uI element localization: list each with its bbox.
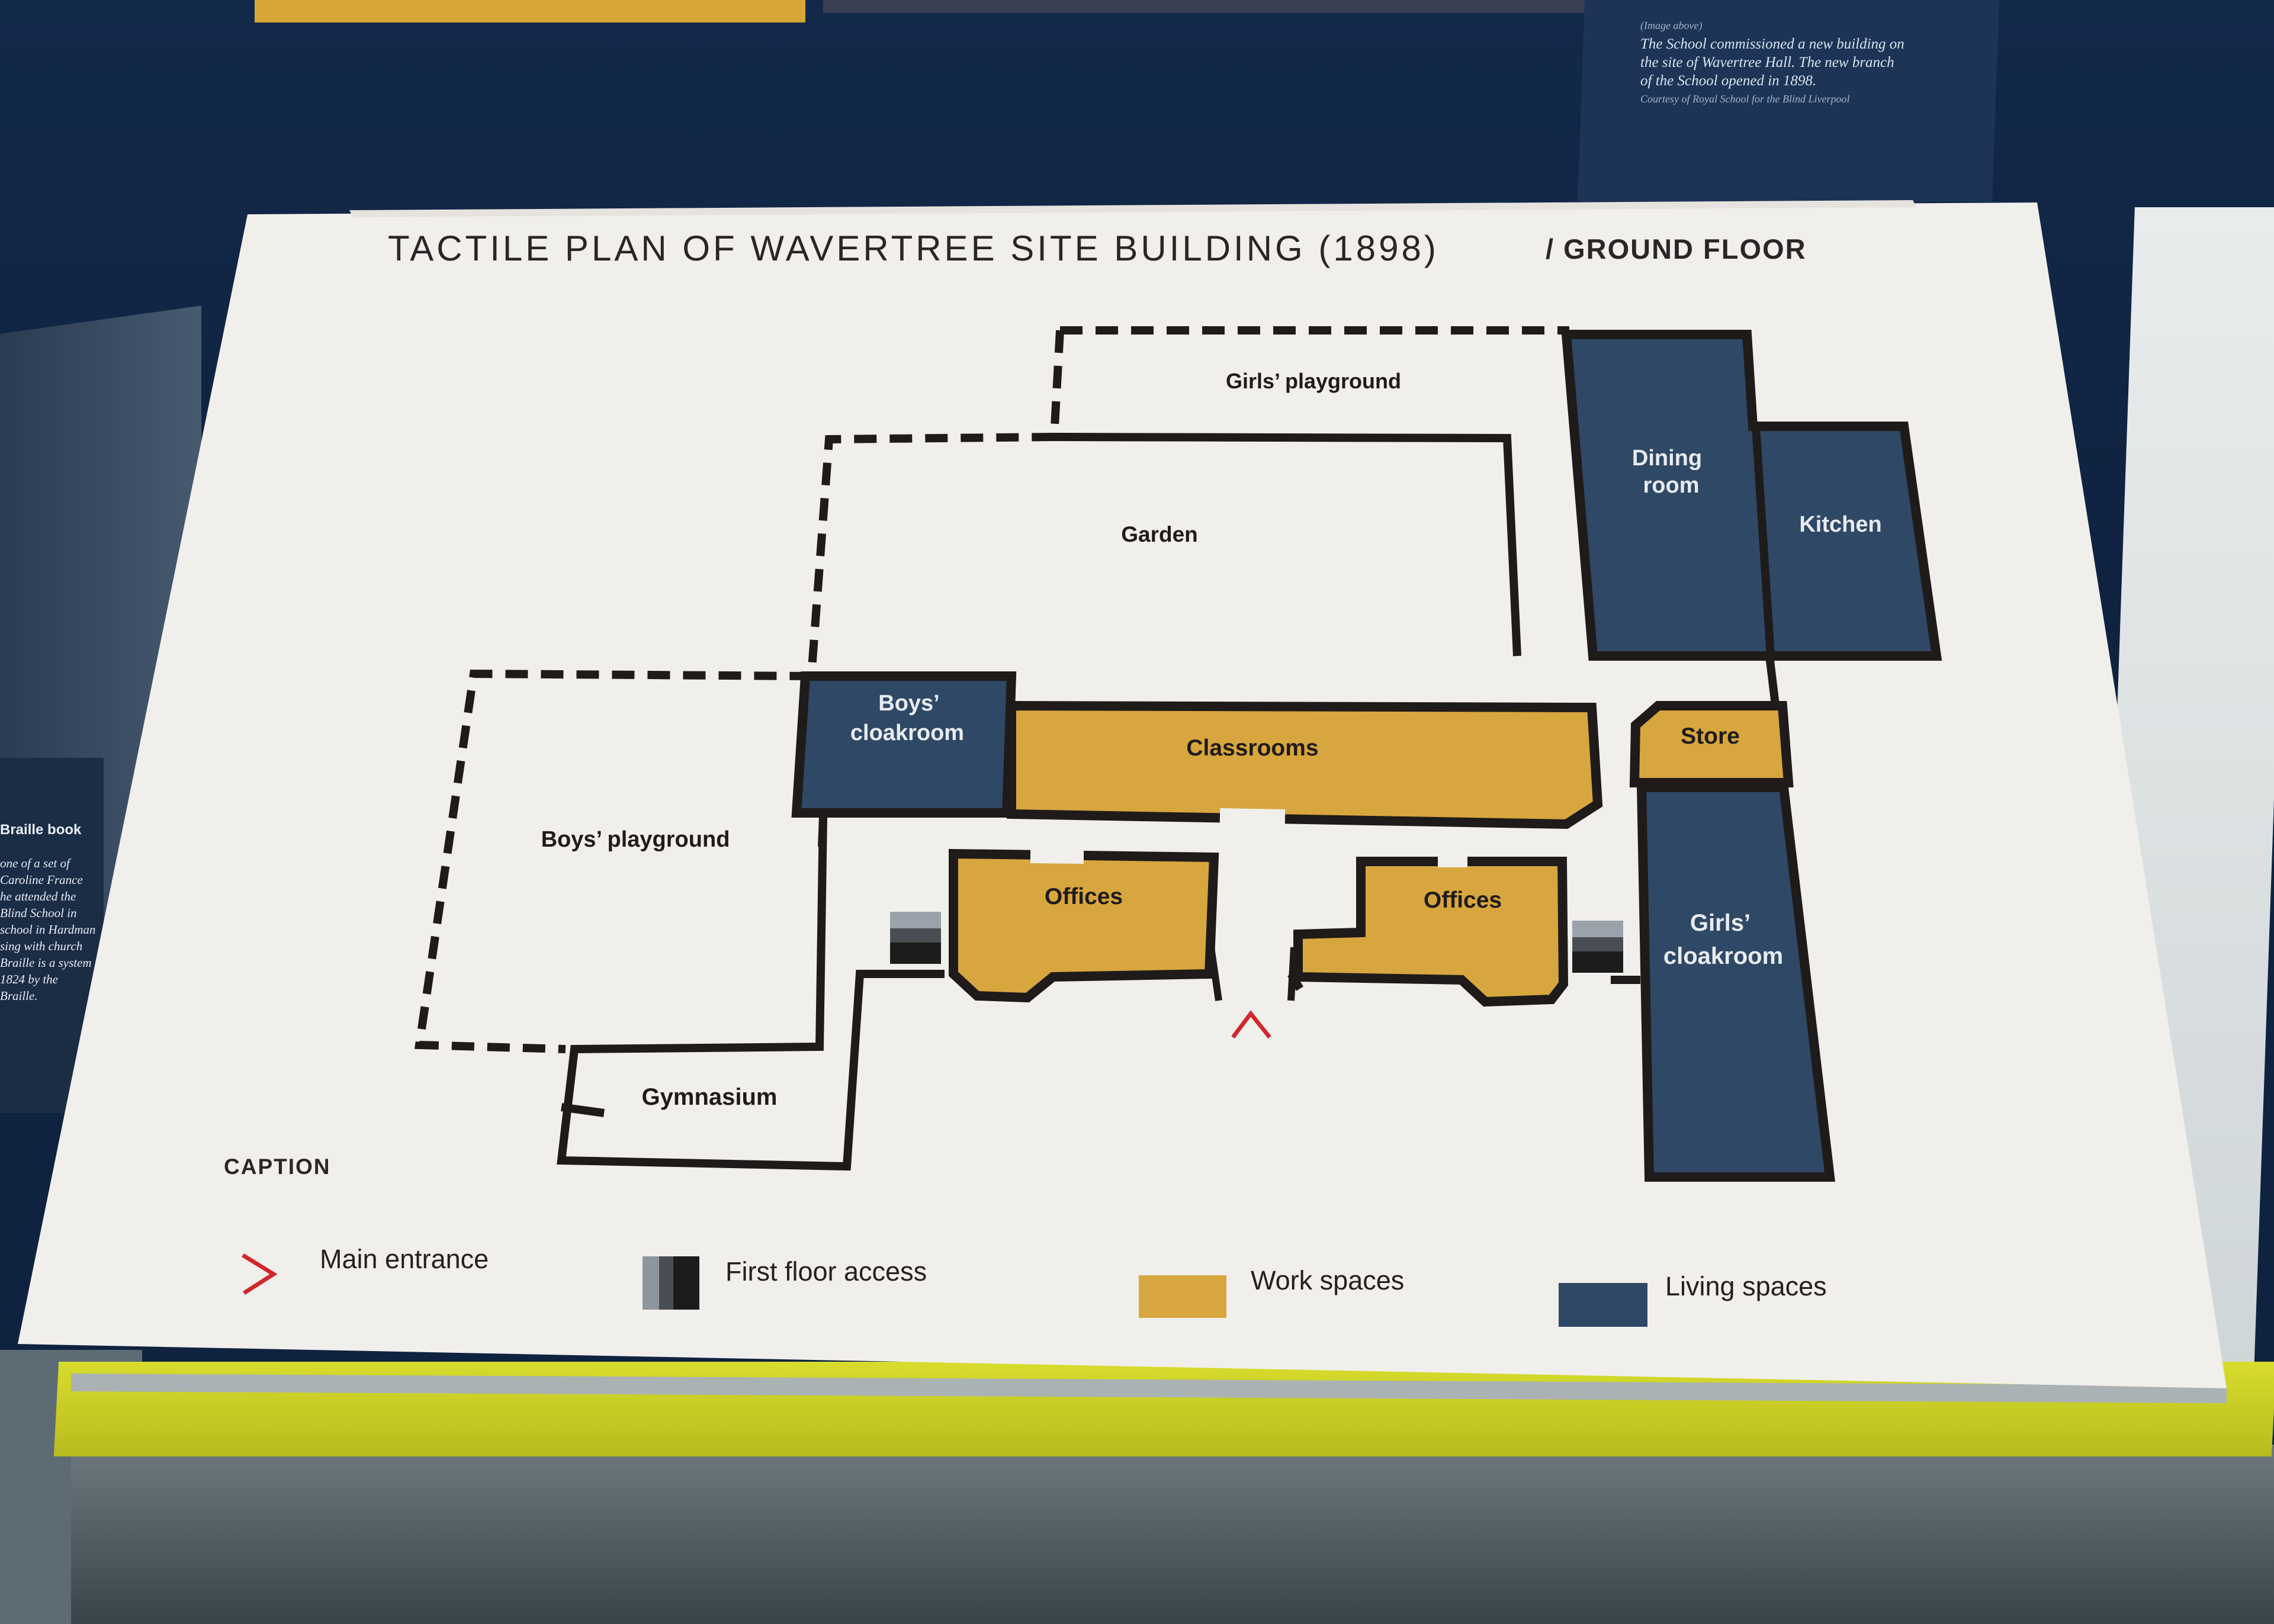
plan-subtitle: / GROUND FLOOR [1546, 233, 1807, 265]
info-panel-text: (Image above) The School commissioned a … [1640, 17, 1960, 108]
info-line: The School commissioned a new building o… [1640, 36, 1904, 52]
dining-kitchen-divider [1752, 426, 1775, 657]
label-gymnasium: Gymnasium [642, 1084, 778, 1110]
store-room [1629, 701, 1794, 787]
main-entrance-marker [1231, 1010, 1271, 1039]
label-boys-cloakroom-1: Boys’ [878, 691, 939, 716]
plan-title: TACTILE PLAN OF WAVERTREE SITE BUILDING … [388, 229, 1439, 268]
legend-entrance-icon [242, 1253, 278, 1295]
legend-main-entrance: Main entrance [320, 1244, 489, 1274]
classrooms-room [1007, 700, 1603, 829]
label-offices-right: Offices [1424, 887, 1502, 913]
info-line: of the School opened in 1898. [1640, 73, 1817, 89]
side-card-text: Braille book one of a set of Caroline Fr… [0, 805, 98, 1021]
label-girls-cloakroom-1: Girls’ [1690, 910, 1751, 936]
label-store: Store [1681, 723, 1740, 749]
living-spaces [791, 330, 1942, 1182]
label-girls-cloakroom-2: cloakroom [1663, 943, 1783, 969]
legend-first-floor-access: First floor access [725, 1256, 927, 1287]
label-garden: Garden [1121, 522, 1198, 546]
info-line: (Image above) [1640, 20, 1703, 31]
board-shadow [71, 1374, 2227, 1403]
label-dining-room-1: Dining [1632, 446, 1702, 471]
yellow-panel-top [255, 0, 805, 22]
info-credit: Courtesy of Royal School for the Blind L… [1640, 93, 1850, 105]
dining-kitchen-block [1561, 330, 1942, 661]
solid-walls [557, 433, 1640, 1171]
label-offices-left: Offices [1045, 884, 1123, 909]
entrance-posts [1207, 947, 1297, 1001]
label-kitchen: Kitchen [1799, 512, 1881, 537]
legend-stair-icon [643, 1256, 699, 1310]
label-boys-playground: Boys’ playground [541, 827, 730, 852]
board-top-edge [349, 200, 1916, 217]
info-line: the site of Wavertree Hall. The new bran… [1640, 54, 1894, 70]
caption-label: CAPTION [224, 1155, 331, 1179]
legend-living-swatch [1559, 1283, 1647, 1327]
work-spaces [949, 700, 1794, 1007]
stair-icon-left [890, 912, 941, 964]
legend-work-swatch [1139, 1275, 1226, 1318]
offices-right-room [1293, 857, 1569, 1007]
table-front [71, 1445, 2274, 1624]
side-card-heading: Braille book [0, 822, 82, 838]
label-dining-room-2: room [1643, 473, 1700, 498]
label-classrooms: Classrooms [1186, 735, 1318, 761]
legend-work-spaces: Work spaces [1251, 1265, 1404, 1295]
offices-left-room [949, 848, 1219, 1003]
stair-icon-right [1572, 921, 1623, 973]
photo-strip-top [823, 0, 1617, 13]
side-card-body: one of a set of Caroline France he atten… [0, 856, 96, 1003]
label-girls-playground: Girls’ playground [1226, 369, 1401, 393]
legend-living-spaces: Living spaces [1665, 1271, 1827, 1301]
wall-gaps [1030, 808, 1467, 867]
label-boys-cloakroom-2: cloakroom [850, 721, 964, 745]
